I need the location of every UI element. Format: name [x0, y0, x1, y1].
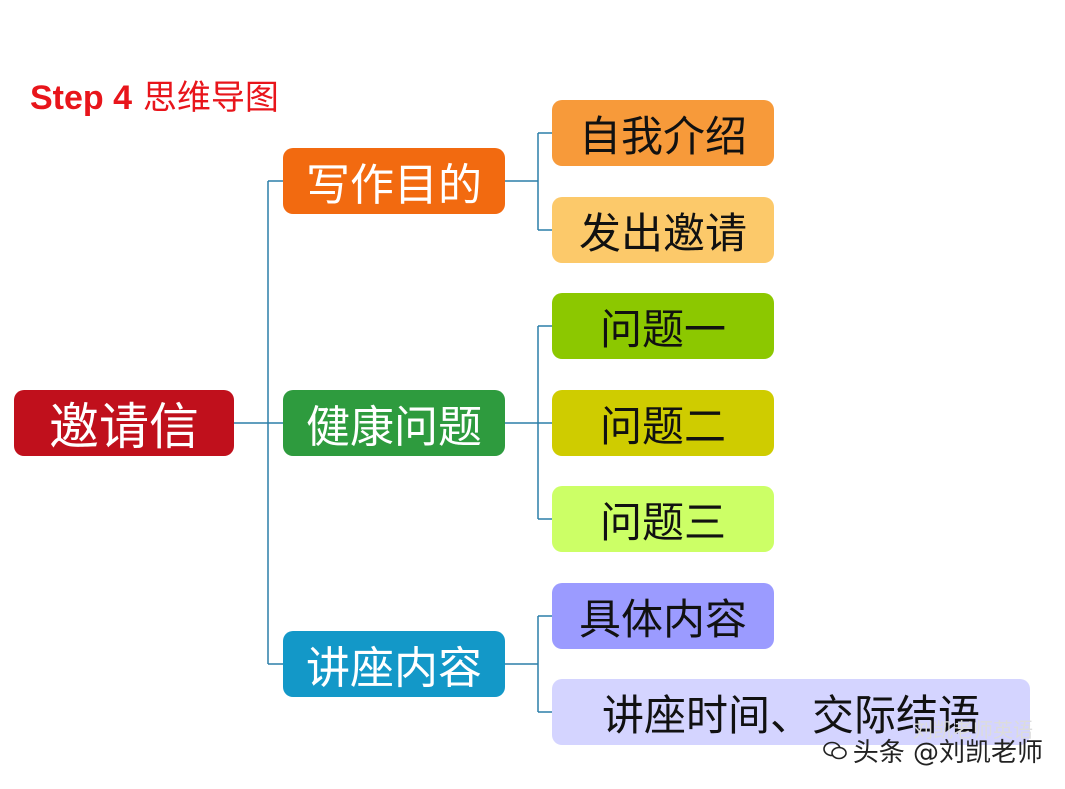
leaf-self-intro: 自我介绍	[552, 100, 774, 166]
watermark-ghost-text: 刘凯老师英语	[913, 718, 1033, 742]
connector-b1-leaves	[538, 132, 552, 231]
watermark: 刘凯老师英语 头条 @刘凯老师	[822, 718, 1043, 769]
leaf-question-2: 问题二	[552, 390, 774, 456]
watermark-text: 头条 @刘凯老师	[852, 738, 1043, 768]
root-node: 邀请信	[14, 390, 234, 456]
connector-group	[234, 132, 552, 713]
branch-node-health: 健康问题	[283, 390, 505, 456]
leaf-time-closing: 讲座时间、交际结语	[552, 679, 1030, 745]
page-title: Step 4 思维导图	[30, 70, 279, 119]
title-step: Step 4	[30, 79, 133, 117]
branch-node-purpose: 写作目的	[283, 148, 505, 214]
leaf-question-3: 问题三	[552, 486, 774, 552]
chat-bubble-icon	[822, 741, 847, 759]
leaf-send-invite: 发出邀请	[552, 197, 774, 263]
connector-b3-leaves	[538, 615, 552, 713]
leaf-question-1: 问题一	[552, 293, 774, 359]
branch-node-lecture: 讲座内容	[283, 631, 505, 697]
leaf-details: 具体内容	[552, 583, 774, 649]
title-label: 思维导图	[142, 78, 279, 118]
connector-b2-leaves	[538, 325, 552, 520]
